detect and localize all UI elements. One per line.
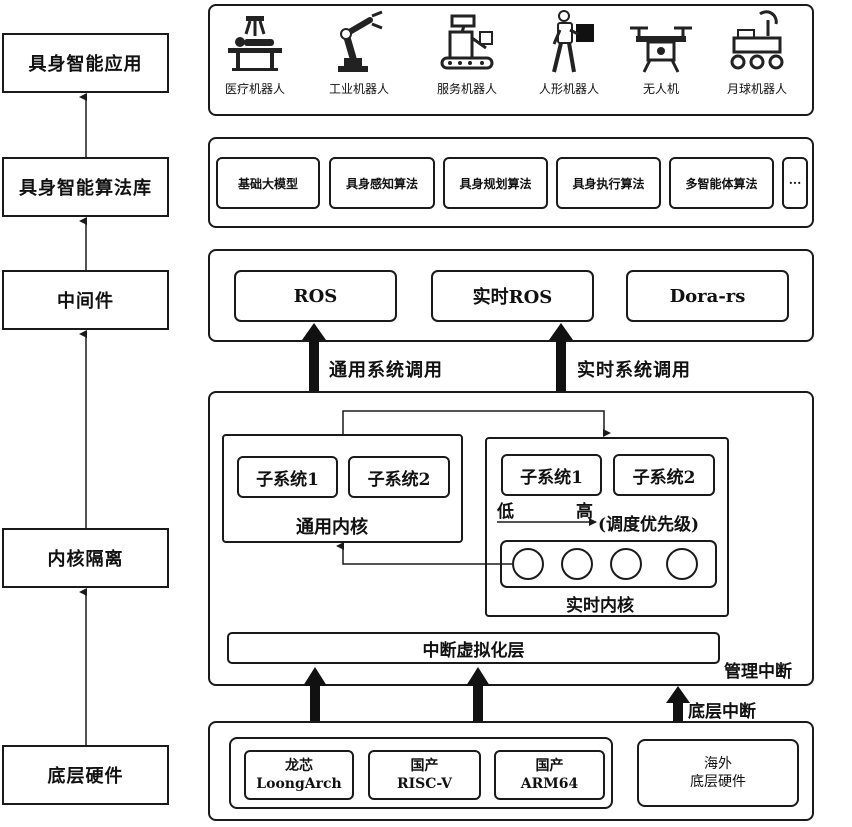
priority-high: 高 (576, 502, 593, 522)
task-circle (561, 548, 593, 580)
humanoid-robot-icon (552, 10, 594, 73)
algo-execution: 具身执行算法 (556, 157, 661, 209)
hw-riscv: 国产 RISC-V (368, 750, 481, 800)
hw-arch: LoongArch (256, 776, 342, 792)
layer-label: 具身智能应用 (28, 54, 143, 75)
task-circle (610, 548, 642, 580)
realtime-subsystem-1: 子系统1 (501, 454, 602, 496)
general-subsystem-1: 子系统1 (237, 456, 338, 498)
general-subsystem-2: 子系统2 (348, 456, 450, 498)
algo-more: ··· (782, 157, 808, 209)
robot-service: 服务机器人 (422, 10, 512, 97)
layer-application: 具身智能应用 (2, 33, 169, 93)
layer-hardware: 底层硬件 (2, 745, 169, 805)
robot-name: 医疗机器人 (224, 82, 285, 96)
robot-name: 工业机器人 (328, 82, 389, 96)
interrupt-virtualization-label: 中断虚拟化层 (422, 640, 525, 661)
realtime-syscall-label: 实时系统调用 (577, 360, 691, 381)
medical-robot-icon (228, 16, 282, 71)
hw-overseas-line2: 底层硬件 (690, 774, 746, 790)
bottom-interrupt-label: 底层中断 (688, 702, 756, 722)
priority-label: (调度优先级) (598, 515, 700, 535)
manage-interrupt-label: 管理中断 (724, 662, 792, 682)
queue-to-general-link (336, 542, 512, 565)
drone-icon (630, 26, 692, 73)
algo-planning: 具身规划算法 (443, 157, 548, 209)
priority-low: 低 (497, 502, 514, 522)
thick-arrow-hw-2 (466, 667, 490, 721)
lunar-rover-icon (730, 10, 784, 70)
thick-arrow-realtime-syscall (549, 323, 573, 391)
robot-lunar: 月球机器人 (712, 10, 802, 97)
hw-overseas: 海外 底层硬件 (637, 739, 799, 807)
task-circle (666, 548, 698, 580)
algo-multi-agent: 多智能体算法 (669, 157, 774, 209)
layer-algorithm-library: 具身智能算法库 (2, 157, 169, 217)
interrupt-virtualization-layer: 中断虚拟化层 (227, 632, 720, 664)
layer-label: 底层硬件 (47, 766, 124, 787)
thick-arrow-hw-3 (666, 686, 690, 721)
algo-perception: 具身感知算法 (329, 157, 435, 209)
robot-name: 服务机器人 (436, 82, 497, 96)
hw-vendor: 龙芯 (285, 758, 313, 774)
robot-name: 月球机器人 (726, 82, 787, 96)
hw-vendor: 国产 (535, 758, 564, 774)
robot-industrial: 工业机器人 (314, 10, 404, 97)
robot-name: 无人机 (642, 82, 679, 96)
kernel-link-top (342, 410, 611, 437)
layer-label: 具身智能算法库 (19, 178, 152, 199)
hw-arch: RISC-V (396, 776, 453, 792)
algo-foundation-model: 基础大模型 (216, 157, 320, 209)
layer-kernel-isolation: 内核隔离 (2, 528, 169, 588)
hw-overseas-line1: 海外 (704, 756, 732, 772)
robot-humanoid: 人形机器人 (524, 10, 614, 97)
thick-arrow-general-syscall (302, 323, 326, 391)
realtime-kernel-label: 实时内核 (566, 596, 634, 616)
layer-middleware: 中间件 (2, 270, 169, 330)
thick-arrow-hw-1 (303, 667, 327, 721)
hw-loongarch: 龙芯 LoongArch (244, 750, 354, 800)
robot-drone: 无人机 (616, 10, 706, 97)
realtime-subsystem-2: 子系统2 (613, 454, 715, 496)
hw-vendor: 国产 (410, 758, 439, 774)
middleware-realtime-ros: 实时ROS (431, 270, 594, 322)
general-kernel-label: 通用内核 (296, 517, 368, 538)
general-syscall-label: 通用系统调用 (329, 360, 443, 381)
hw-arm64: 国产 ARM64 (494, 750, 605, 800)
layer-label: 内核隔离 (47, 549, 124, 570)
layer-label: 中间件 (57, 291, 114, 312)
robot-medical: 医疗机器人 (210, 10, 300, 97)
task-circle (512, 548, 544, 580)
service-robot-icon (440, 14, 494, 70)
middleware-ros: ROS (234, 270, 397, 322)
industrial-robot-arm-icon (338, 10, 383, 72)
middleware-dora-rs: Dora-rs (626, 270, 789, 322)
application-panel (208, 4, 814, 116)
hw-arch: ARM64 (520, 776, 579, 792)
robot-name: 人形机器人 (538, 82, 599, 96)
